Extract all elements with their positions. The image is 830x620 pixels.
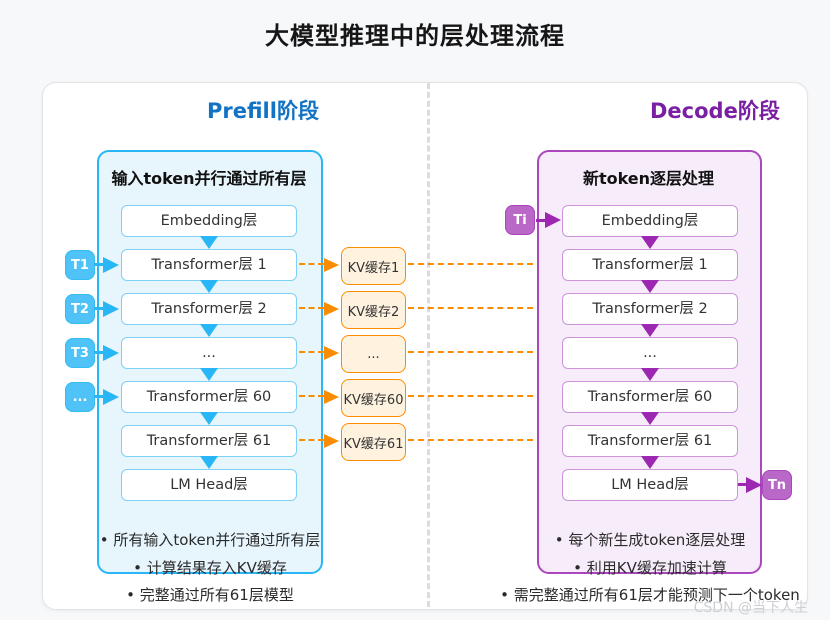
down-arrow-icon [641, 412, 659, 425]
watermark: CSDN @当下人生 [693, 600, 808, 616]
token-chip-t2: T2 [65, 294, 95, 324]
decode-box-title: 新token逐层处理 [582, 169, 715, 188]
down-arrow-icon [641, 324, 659, 337]
kv-cache-box-2: KV缓存2 [341, 291, 406, 329]
down-arrow-icon [200, 280, 218, 293]
down-arrow-icon [200, 456, 218, 469]
dashed-connector [408, 351, 543, 353]
note-line: 计算结果存入KV缓存 [50, 555, 370, 583]
right-arrow-icon [103, 301, 119, 317]
token-chip-ellipsis: ... [65, 382, 95, 412]
kv-cache-box-60: KV缓存60 [341, 379, 406, 417]
dashed-connector [299, 307, 324, 309]
dashed-connector [299, 395, 324, 397]
prefill-layer-ellipsis: ... [121, 337, 297, 369]
decode-layer-transformer-2: Transformer层 2 [562, 293, 738, 325]
token-arrow-stem [536, 219, 545, 222]
prefill-box-title: 输入token并行通过所有层 [111, 169, 307, 188]
down-arrow-icon [641, 236, 659, 249]
decode-layer-ellipsis: ... [562, 337, 738, 369]
right-arrow-icon [103, 345, 119, 361]
note-line: 每个新生成token逐层处理 [465, 527, 830, 555]
prefill-layer-embedding: Embedding层 [121, 205, 297, 237]
token-arrow-stem [94, 395, 104, 398]
right-arrow-icon [103, 257, 119, 273]
note-line: 所有输入token并行通过所有层 [50, 527, 370, 555]
down-arrow-icon [641, 368, 659, 381]
down-arrow-icon [641, 280, 659, 293]
down-arrow-icon [641, 456, 659, 469]
prefill-notes: 所有输入token并行通过所有层 计算结果存入KV缓存 完整通过所有61层模型 [50, 527, 370, 610]
token-chip-ti: Ti [505, 205, 535, 235]
dashed-connector [299, 439, 324, 441]
token-arrow-stem [94, 307, 104, 310]
dashed-connector [408, 439, 543, 441]
kv-cache-box-61: KV缓存61 [341, 423, 406, 461]
note-line: 需完整通过所有61层才能预测下一个token [465, 582, 830, 610]
dashed-connector [299, 263, 324, 265]
prefill-layer-transformer-1: Transformer层 1 [121, 249, 297, 281]
decode-layer-transformer-61: Transformer层 61 [562, 425, 738, 457]
prefill-layer-transformer-61: Transformer层 61 [121, 425, 297, 457]
orange-arrow-icon [324, 302, 339, 316]
token-chip-tn: Tn [762, 470, 792, 500]
decode-stage-label: Decode阶段 [650, 99, 780, 123]
prefill-layer-transformer-60: Transformer层 60 [121, 381, 297, 413]
decode-layer-transformer-60: Transformer层 60 [562, 381, 738, 413]
prefill-layer-lm-head: LM Head层 [121, 469, 297, 501]
decode-layer-transformer-1: Transformer层 1 [562, 249, 738, 281]
token-chip-t1: T1 [65, 250, 95, 280]
note-line: 完整通过所有61层模型 [50, 582, 370, 610]
down-arrow-icon [200, 412, 218, 425]
dashed-connector [408, 263, 543, 265]
down-arrow-icon [200, 324, 218, 337]
token-arrow-stem [738, 483, 747, 486]
right-arrow-icon [746, 477, 762, 493]
decode-layer-embedding: Embedding层 [562, 205, 738, 237]
kv-cache-box-1: KV缓存1 [341, 247, 406, 285]
dashed-connector [408, 395, 543, 397]
token-arrow-stem [94, 263, 104, 266]
prefill-stage-label: Prefill阶段 [207, 99, 319, 123]
right-arrow-icon [545, 212, 561, 228]
token-chip-t3: T3 [65, 338, 95, 368]
orange-arrow-icon [324, 390, 339, 404]
orange-arrow-icon [324, 434, 339, 448]
stage-divider-dashed-line [427, 83, 430, 607]
orange-arrow-icon [324, 258, 339, 272]
right-arrow-icon [103, 389, 119, 405]
note-line: 利用KV缓存加速计算 [465, 555, 830, 583]
orange-arrow-icon [324, 346, 339, 360]
decode-notes: 每个新生成token逐层处理 利用KV缓存加速计算 需完整通过所有61层才能预测… [465, 527, 830, 610]
dashed-connector [408, 307, 543, 309]
down-arrow-icon [200, 236, 218, 249]
dashed-connector [299, 351, 324, 353]
page-title: 大模型推理中的层处理流程 [265, 22, 565, 50]
prefill-layer-transformer-2: Transformer层 2 [121, 293, 297, 325]
token-arrow-stem [94, 351, 104, 354]
down-arrow-icon [200, 368, 218, 381]
decode-layer-lm-head: LM Head层 [562, 469, 738, 501]
kv-cache-box-ellipsis: ... [341, 335, 406, 373]
